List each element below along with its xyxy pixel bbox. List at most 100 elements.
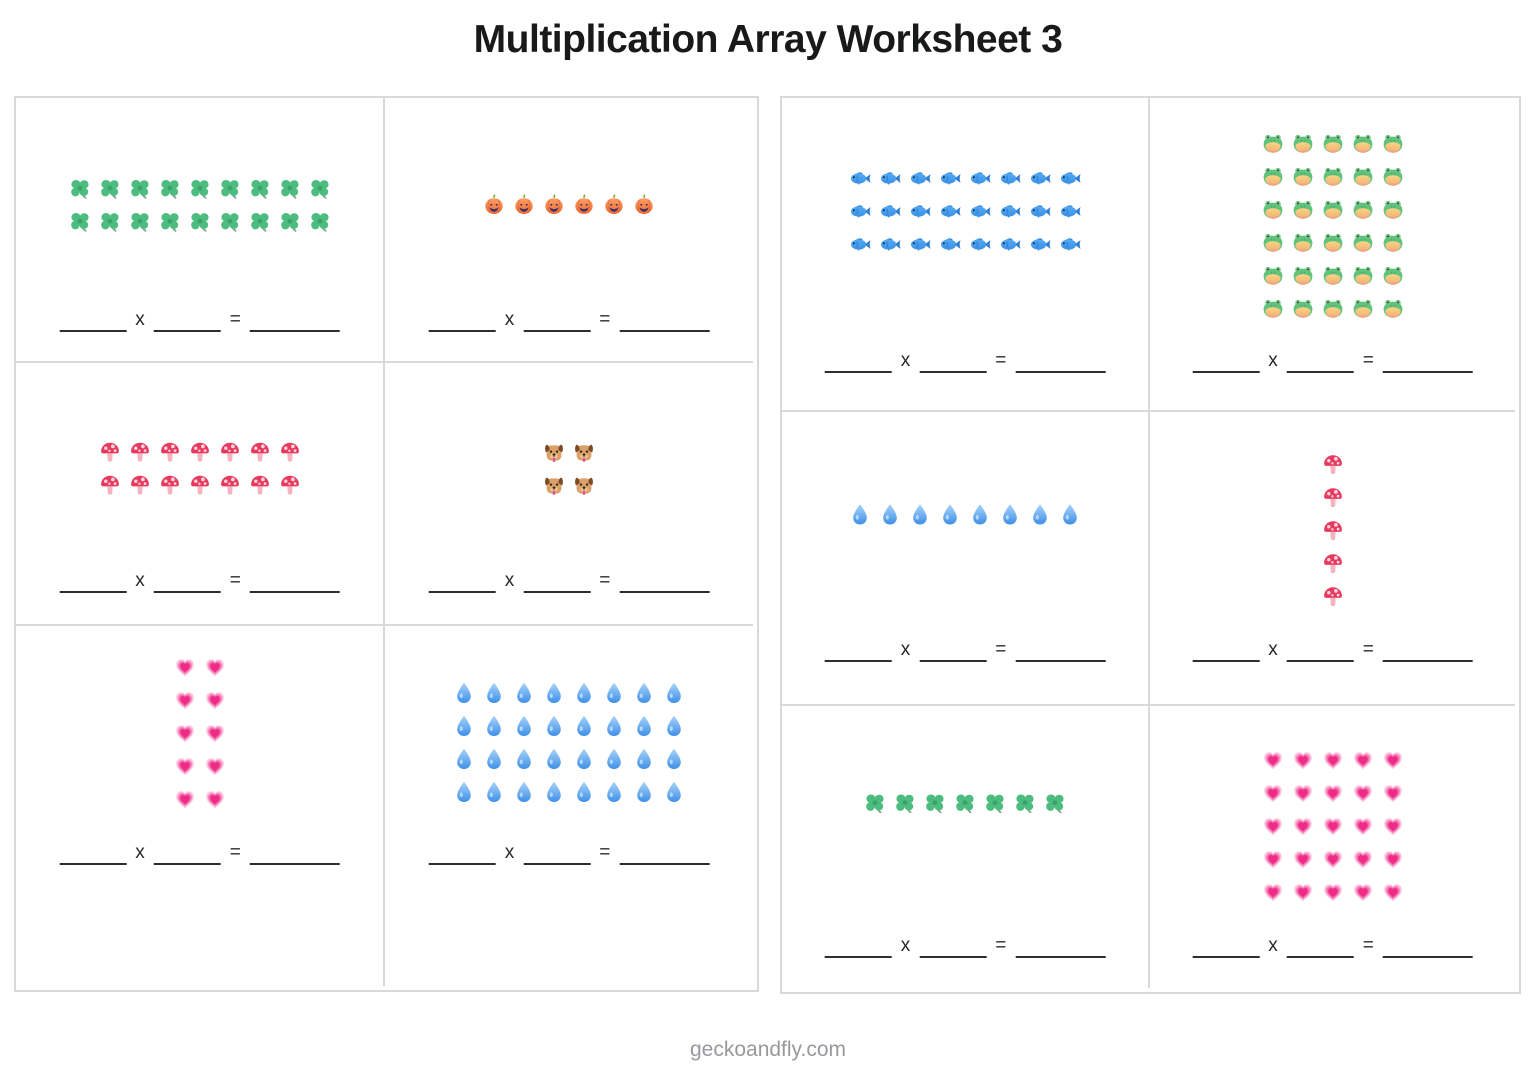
multiply-symbol: x — [135, 570, 145, 591]
mushroom-icon — [1321, 452, 1345, 476]
blank-factor-2 — [919, 363, 987, 373]
multiply-symbol: x — [1268, 935, 1278, 956]
equals-symbol: = — [995, 935, 1007, 956]
equals-symbol: = — [995, 350, 1007, 371]
array-cell: x = — [385, 363, 753, 626]
dog-face-icon — [542, 440, 566, 464]
growing-heart-icon — [1291, 880, 1315, 904]
fish-icon — [968, 166, 992, 190]
blank-product — [249, 855, 340, 865]
frog-face-icon — [1321, 231, 1345, 255]
emoji-array — [1258, 744, 1408, 909]
droplet-icon — [1058, 502, 1082, 526]
four-leaf-clover-icon — [158, 177, 182, 201]
four-leaf-clover-icon — [188, 210, 212, 234]
array-cell: x = — [782, 412, 1150, 706]
mushroom-icon — [128, 440, 152, 464]
fish-icon — [938, 166, 962, 190]
frog-face-icon — [1351, 231, 1375, 255]
growing-heart-icon — [1381, 880, 1405, 904]
blank-product — [1015, 652, 1106, 662]
droplet-icon — [542, 714, 566, 738]
droplet-icon — [512, 714, 536, 738]
equals-symbol: = — [599, 570, 611, 591]
frog-face-icon — [1261, 231, 1285, 255]
blank-factor-1 — [59, 322, 127, 332]
emoji-array — [479, 188, 659, 221]
growing-heart-icon — [203, 655, 227, 679]
droplet-icon — [452, 780, 476, 804]
array-cell: x = — [16, 626, 385, 986]
four-leaf-clover-icon — [248, 210, 272, 234]
growing-heart-icon — [1381, 748, 1405, 772]
growing-heart-icon — [1291, 847, 1315, 871]
droplet-icon — [572, 780, 596, 804]
dog-face-icon — [572, 440, 596, 464]
equals-symbol: = — [1362, 350, 1374, 371]
droplet-icon — [602, 747, 626, 771]
equation-blanks: x = — [428, 570, 710, 593]
fish-icon — [1028, 232, 1052, 256]
four-leaf-clover-icon — [128, 177, 152, 201]
droplet-icon — [572, 747, 596, 771]
growing-heart-icon — [1351, 880, 1375, 904]
growing-heart-icon — [1321, 781, 1345, 805]
droplet-icon — [632, 747, 656, 771]
fish-icon — [908, 232, 932, 256]
droplet-icon — [602, 780, 626, 804]
fish-icon — [908, 166, 932, 190]
four-leaf-clover-icon — [923, 791, 947, 815]
frog-face-icon — [1261, 165, 1285, 189]
emoji-array — [95, 435, 305, 501]
fish-icon — [878, 166, 902, 190]
frog-face-icon — [1351, 198, 1375, 222]
four-leaf-clover-icon — [68, 177, 92, 201]
droplet-icon — [572, 681, 596, 705]
array-cell: x = — [385, 626, 753, 986]
frog-face-icon — [1291, 264, 1315, 288]
frog-face-icon — [1291, 297, 1315, 321]
frog-face-icon — [1351, 132, 1375, 156]
droplet-icon — [572, 714, 596, 738]
equation-blanks: x = — [824, 935, 1106, 958]
equation-blanks: x = — [1192, 351, 1473, 373]
blank-factor-1 — [428, 322, 496, 332]
frog-face-icon — [1351, 165, 1375, 189]
fish-icon — [938, 232, 962, 256]
fish-icon — [1058, 166, 1082, 190]
blank-factor-2 — [153, 322, 221, 332]
array-cell: x = — [16, 98, 385, 363]
mushroom-icon — [188, 473, 212, 497]
mushroom-icon — [128, 473, 152, 497]
growing-heart-icon — [173, 721, 197, 745]
growing-heart-icon — [1321, 748, 1345, 772]
mushroom-icon — [1321, 584, 1345, 608]
emoji-array — [845, 162, 1085, 261]
frog-face-icon — [1381, 297, 1405, 321]
blank-product — [1382, 652, 1473, 662]
droplet-icon — [602, 681, 626, 705]
frog-face-icon — [1381, 198, 1405, 222]
droplet-icon — [938, 502, 962, 526]
blank-factor-2 — [1286, 363, 1354, 373]
equation-blanks: x = — [428, 843, 710, 865]
fish-icon — [998, 199, 1022, 223]
multiply-symbol: x — [135, 309, 145, 330]
growing-heart-icon — [173, 688, 197, 712]
droplet-icon — [452, 681, 476, 705]
blank-factor-2 — [153, 583, 221, 593]
growing-heart-icon — [1351, 814, 1375, 838]
blank-factor-2 — [919, 652, 987, 662]
blank-factor-1 — [428, 855, 496, 865]
multiply-symbol: x — [1268, 350, 1278, 371]
droplet-icon — [878, 502, 902, 526]
fish-icon — [848, 166, 872, 190]
droplet-icon — [482, 681, 506, 705]
jack-o-lantern-icon — [632, 192, 656, 216]
four-leaf-clover-icon — [278, 210, 302, 234]
droplet-icon — [968, 502, 992, 526]
frog-face-icon — [1381, 165, 1405, 189]
growing-heart-icon — [1261, 814, 1285, 838]
frog-face-icon — [1321, 297, 1345, 321]
droplet-icon — [998, 502, 1022, 526]
